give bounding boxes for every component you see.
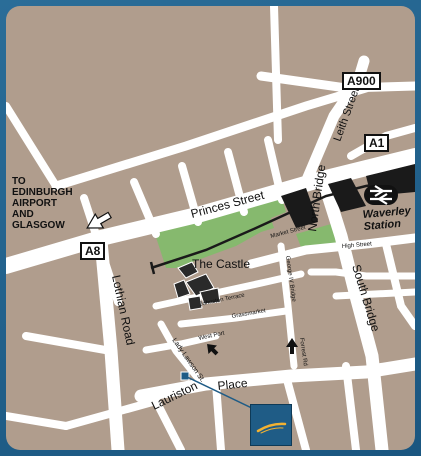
side-street [342, 362, 360, 450]
label-high-street: High Street [342, 241, 373, 250]
destination-line-2: EDINBURGH [12, 187, 73, 198]
side-street [270, 6, 282, 144]
side-street [282, 372, 310, 450]
lady-lawson-road [157, 320, 200, 380]
map-area: Princes Street Leith Street North Bridge… [6, 6, 415, 450]
side-street [178, 162, 202, 226]
queen-street-road [51, 83, 371, 191]
castle-block [173, 279, 191, 299]
castle-block [199, 287, 221, 305]
arrow-icon [286, 338, 298, 354]
destination-line-5: GLASGOW [12, 220, 65, 231]
side-street [307, 268, 415, 280]
castle-block [187, 295, 203, 311]
rail-icon [364, 185, 398, 205]
side-street [130, 178, 160, 238]
street-map: Princes Street Leith Street North Bridge… [6, 6, 415, 450]
label-the-castle: The Castle [192, 257, 250, 271]
grassmarket-road [177, 307, 290, 328]
lauriston-place-road [134, 357, 415, 403]
label-grassmarket: Grassmarket [231, 308, 266, 320]
label-place: Place [217, 376, 249, 393]
arrow-icon [86, 211, 112, 229]
side-street [382, 240, 415, 330]
station-platforms [328, 178, 366, 212]
castle-buildings [173, 261, 221, 311]
roads [6, 6, 415, 450]
side-street [332, 288, 415, 300]
side-street [6, 102, 60, 190]
side-street [62, 397, 160, 430]
high-street-road [246, 233, 415, 269]
destination-line-3: AIRPORT [12, 198, 57, 209]
side-street [6, 412, 70, 430]
castle-block [177, 261, 199, 279]
princes-street-gardens-west [154, 204, 274, 268]
station-platforms [281, 188, 318, 228]
leith-street-road [300, 55, 370, 188]
label-west-port: West Port [198, 331, 225, 342]
west-port-road [142, 332, 220, 354]
side-street [22, 332, 115, 355]
label-forrest-rd: Forrest Rd [298, 337, 308, 366]
side-street [224, 148, 248, 216]
road-sign-a8: A8 [80, 242, 106, 260]
label-station: Station [363, 218, 401, 233]
hotel-logo-badge [250, 404, 292, 446]
side-street [152, 397, 185, 450]
a900-road [256, 71, 415, 93]
destination-line-1: TO [12, 176, 26, 187]
road-sign-a900: A900 [342, 72, 381, 90]
road-sign-a1: A1 [364, 134, 390, 152]
arrow-icon [207, 344, 219, 356]
destination-line-4: AND [12, 209, 34, 220]
rail-buffer [149, 261, 156, 275]
princes-street-road [6, 148, 415, 274]
side-street [264, 136, 286, 204]
side-street [212, 380, 225, 450]
hotel-logo-icon [256, 422, 287, 434]
label-waverley: Waverley [362, 205, 412, 221]
hotel-pointer-line [184, 375, 257, 411]
